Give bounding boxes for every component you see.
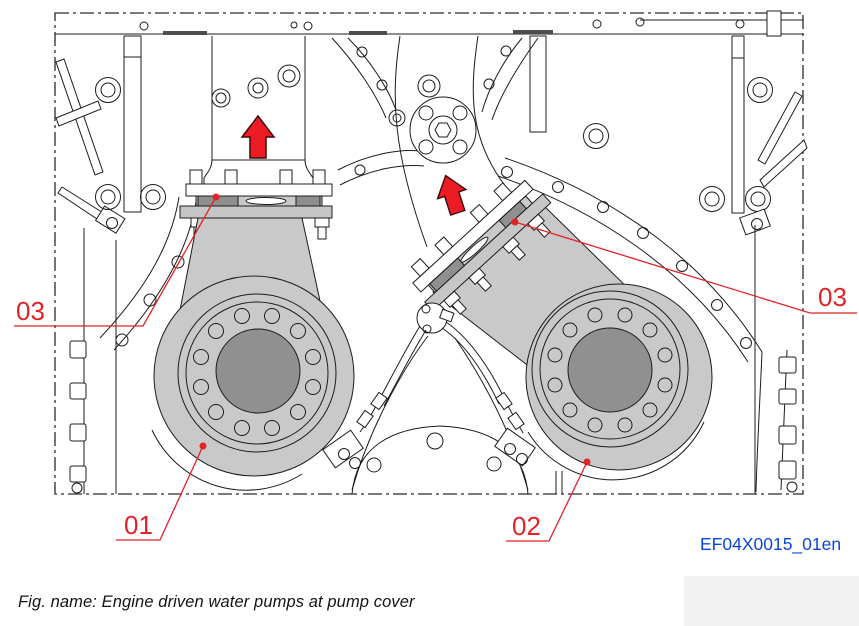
callout-label-02: 02 xyxy=(512,511,541,541)
callout-label-03-left: 03 xyxy=(16,296,45,326)
left-water-pump xyxy=(151,217,355,491)
drawing-border xyxy=(54,12,804,495)
center-inlet-pipe xyxy=(388,35,507,248)
callout-label-01: 01 xyxy=(124,510,153,540)
right-pump-bolt-holes xyxy=(547,307,673,433)
left-pump-bolt-holes xyxy=(193,308,321,436)
callout-leader-lines xyxy=(14,196,857,542)
left-pump-hub xyxy=(215,328,301,414)
callout-leader-dots xyxy=(199,193,591,466)
callout-01-leader xyxy=(116,445,204,541)
center-web-and-piping xyxy=(322,302,536,495)
page-background-shade xyxy=(684,576,859,626)
right-inlet-flange xyxy=(410,179,552,315)
right-flange-studs xyxy=(443,213,551,315)
right-flow-arrow-icon xyxy=(436,174,468,216)
left-flow-arrow-shape xyxy=(240,114,276,159)
engine-crankcase-linework xyxy=(55,10,808,494)
left-inlet-flange xyxy=(179,169,333,240)
callout-02-leader xyxy=(506,461,588,542)
figure-code: EF04X0015_01en xyxy=(700,534,841,555)
right-pump-hub xyxy=(567,327,653,413)
callout-label-03-right: 03 xyxy=(818,282,847,312)
right-flow-arrow-shape xyxy=(436,174,468,216)
camshaft-boss-flange xyxy=(409,96,477,164)
crankcase-bolts xyxy=(95,77,773,212)
figure-caption: Fig. name: Engine driven water pumps at … xyxy=(18,593,415,611)
left-flow-arrow-icon xyxy=(240,114,276,159)
left-inlet-pipe xyxy=(203,36,314,184)
callout-03-right-leader xyxy=(514,221,857,314)
callout-03-left-leader xyxy=(14,196,217,327)
